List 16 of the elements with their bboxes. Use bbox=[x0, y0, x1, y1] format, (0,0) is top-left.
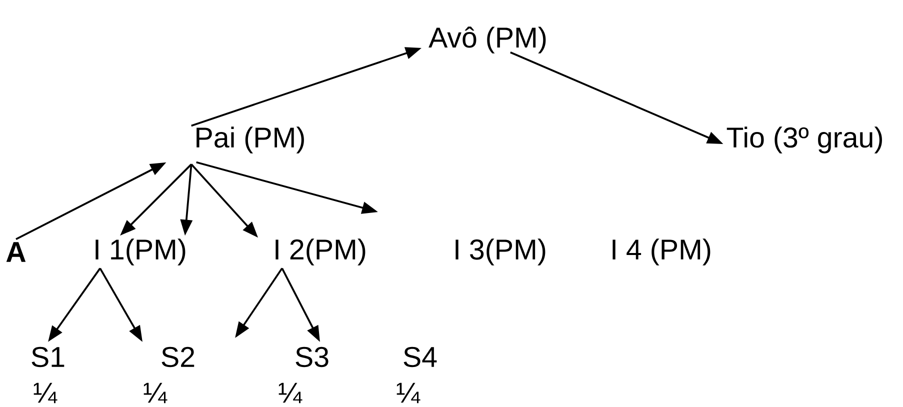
person-label: Pai (PM) bbox=[196, 126, 304, 154]
fraction-label: ¼ bbox=[34, 382, 58, 404]
fraction-label: ¼ bbox=[396, 382, 420, 404]
person-label: A bbox=[6, 242, 26, 262]
person-label: Tio (3º grau) bbox=[726, 126, 882, 154]
person-label: S1 bbox=[32, 346, 64, 368]
person-label: I 3(PM) bbox=[456, 238, 546, 266]
person-label: S2 bbox=[162, 346, 194, 368]
person-label: I 4 (PM) bbox=[612, 238, 710, 266]
person-label: S3 bbox=[296, 346, 328, 368]
fraction-label: ¼ bbox=[278, 382, 302, 404]
person-label: S4 bbox=[404, 346, 437, 368]
person-label: Avô (PM) bbox=[428, 26, 546, 54]
fraction-label: ¼ bbox=[144, 382, 168, 404]
person-label: I 2(PM) bbox=[276, 238, 366, 266]
person-label: I 1(PM) bbox=[96, 238, 186, 266]
